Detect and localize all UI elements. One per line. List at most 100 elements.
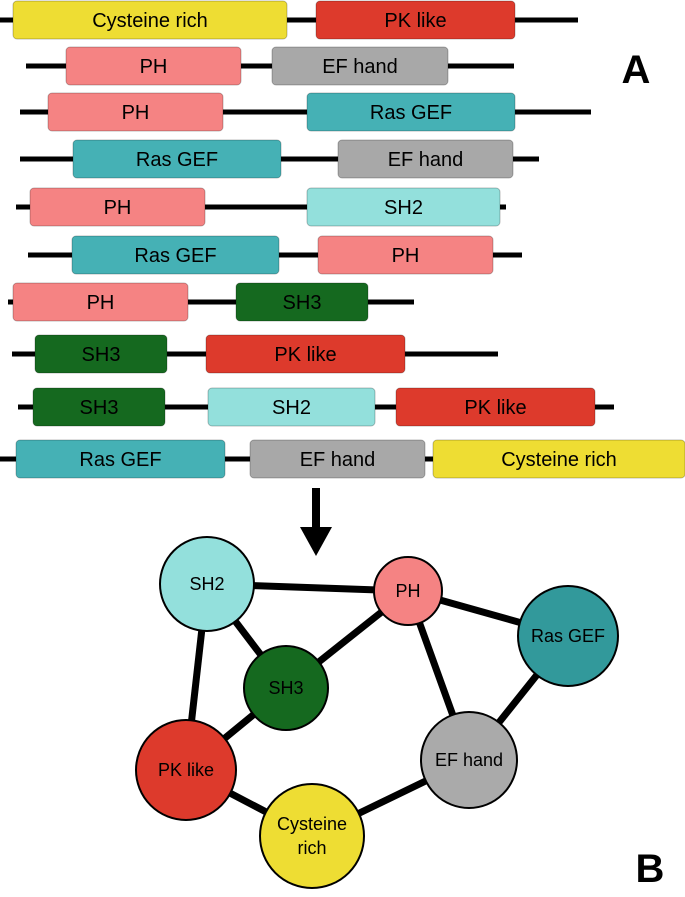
domain-ras-gef: Ras GEF — [71, 235, 280, 275]
node-label: PK like — [158, 760, 214, 780]
domain-box — [337, 139, 514, 179]
domain-ras-gef: Ras GEF — [306, 92, 516, 132]
node-label: rich — [297, 838, 326, 858]
domain-sh3: SH3 — [32, 387, 166, 427]
protein-row: SH3 SH2 PK like — [18, 387, 614, 427]
domain-label: Ras GEF — [370, 102, 452, 124]
domain-ef-hand: EF hand — [271, 46, 449, 86]
node-ph: PH — [373, 556, 443, 626]
domain-box — [72, 139, 282, 179]
domain-box — [235, 282, 369, 322]
network-edges — [182, 580, 571, 840]
domain-pk-like: PK like — [315, 0, 516, 40]
domain-box — [395, 387, 596, 427]
domain-label: EF hand — [388, 149, 464, 171]
domain-label: EF hand — [322, 56, 398, 78]
domain-label: SH3 — [283, 292, 322, 314]
domain-pk-like: PK like — [395, 387, 596, 427]
domain-label: Cysteine rich — [501, 449, 617, 471]
domain-sh3: SH3 — [34, 334, 168, 374]
domain-sh3: SH3 — [235, 282, 369, 322]
domain-box — [32, 387, 166, 427]
protein-row: Ras GEF PH — [28, 235, 522, 275]
node-circle — [420, 711, 518, 809]
node-label: PH — [395, 581, 420, 601]
domain-box — [205, 334, 406, 374]
node-circle — [243, 645, 329, 731]
domain-label: PK like — [274, 344, 336, 366]
domain-box — [432, 439, 685, 479]
protein-row: Ras GEF EF hand — [20, 139, 539, 179]
node-circle — [159, 536, 255, 632]
protein-row: SH3 PK like — [12, 334, 498, 374]
domain-box — [249, 439, 426, 479]
node-label: Ras GEF — [531, 626, 605, 646]
domain-label: SH2 — [384, 197, 423, 219]
panel-label-b: B — [636, 847, 665, 891]
domain-cysteine-rich: Cysteine rich — [432, 439, 685, 479]
domain-box — [317, 235, 494, 275]
domain-ph: PH — [317, 235, 494, 275]
node-label: Cysteine — [277, 814, 347, 834]
node-pk: PK like — [135, 719, 237, 821]
domain-cysteine-rich: Cysteine rich — [12, 0, 288, 40]
domain-label: PH — [87, 292, 115, 314]
domain-label: PK like — [464, 397, 526, 419]
node-sh2: SH2 — [159, 536, 255, 632]
domain-box — [12, 0, 288, 40]
domain-label: SH3 — [82, 344, 121, 366]
node-label: EF hand — [435, 750, 503, 770]
domain-box — [12, 282, 189, 322]
domain-box — [306, 187, 501, 227]
domain-box — [29, 187, 206, 227]
protein-row: PH Ras GEF — [20, 92, 591, 132]
domain-label: SH3 — [80, 397, 119, 419]
domain-label: PH — [140, 56, 168, 78]
domain-ras-gef: Ras GEF — [72, 139, 282, 179]
node-circle — [259, 783, 365, 889]
domain-box — [47, 92, 224, 132]
domain-label: PH — [104, 197, 132, 219]
arrow-head — [300, 527, 332, 556]
domain-ef-hand: EF hand — [337, 139, 514, 179]
domain-sh2: SH2 — [207, 387, 376, 427]
node-circle — [135, 719, 237, 821]
domain-label: Ras GEF — [134, 245, 216, 267]
domain-box — [207, 387, 376, 427]
node-label: SH3 — [268, 678, 303, 698]
domain-box — [315, 0, 516, 40]
domain-label: SH2 — [272, 397, 311, 419]
domain-label: Ras GEF — [79, 449, 161, 471]
domain-label: EF hand — [300, 449, 376, 471]
domain-label: PH — [122, 102, 150, 124]
node-ef: EF hand — [420, 711, 518, 809]
node-circle — [517, 585, 619, 687]
domain-label: PK like — [384, 10, 446, 32]
domain-ph: PH — [47, 92, 224, 132]
domain-ph: PH — [12, 282, 189, 322]
node-circle — [373, 556, 443, 626]
domain-label: Cysteine rich — [92, 10, 208, 32]
domain-label: PH — [392, 245, 420, 267]
protein-row: PH SH3 — [8, 282, 414, 322]
protein-row: PH SH2 — [16, 187, 506, 227]
down-arrow — [300, 488, 332, 556]
domain-box — [34, 334, 168, 374]
protein-row: Ras GEF EF hand Cysteine rich — [0, 439, 685, 479]
domain-sh2: SH2 — [306, 187, 501, 227]
protein-row: PH EF hand — [26, 46, 514, 86]
domain-label: Ras GEF — [136, 149, 218, 171]
protein-row: Cysteine rich PK like — [0, 0, 578, 40]
panel-label-a: A — [622, 48, 651, 92]
node-sh3: SH3 — [243, 645, 329, 731]
domain-box — [15, 439, 226, 479]
node-label: SH2 — [189, 574, 224, 594]
domain-ef-hand: EF hand — [249, 439, 426, 479]
domain-box — [271, 46, 449, 86]
domain-box — [71, 235, 280, 275]
domain-box — [306, 92, 516, 132]
node-cysteine: Cysteine rich — [259, 783, 365, 889]
